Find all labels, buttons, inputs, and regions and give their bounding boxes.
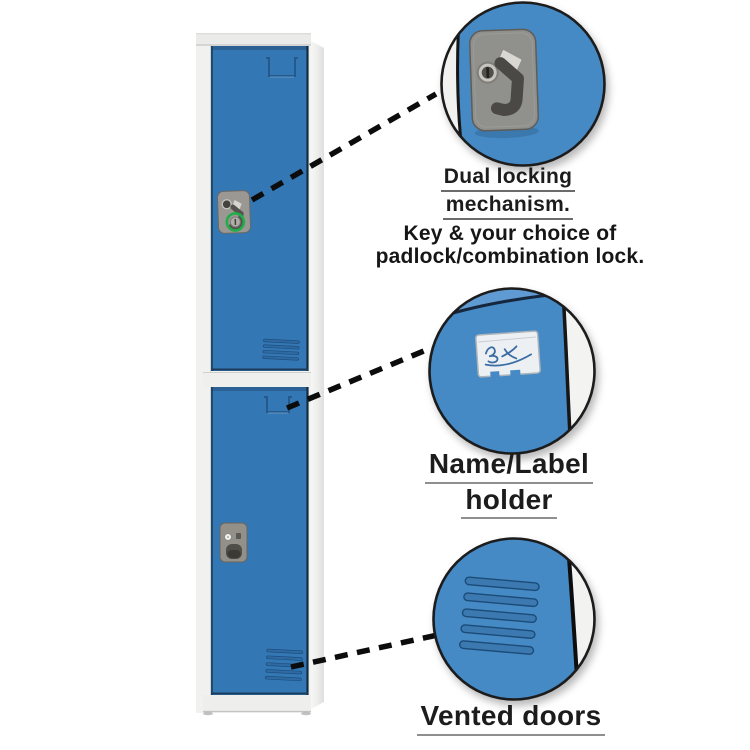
magnified-t-handle-icon: [490, 57, 524, 117]
lock-note-line1: Key & your choice of: [403, 222, 617, 245]
lower-door-label-stamp: [264, 396, 292, 413]
callout-title-vented-doors: Vented doors: [386, 701, 636, 738]
locker-side-panel: [309, 40, 324, 710]
vented-doors-label: Vented doors: [416, 701, 606, 736]
callout-title-name-label: Name/Label holder: [399, 449, 619, 521]
green-highlight-ring: [225, 212, 246, 232]
upper-door: [211, 46, 309, 371]
lock-choice-note: Key & your choice of padlock/combination…: [335, 222, 685, 268]
callout-circle-label: [428, 287, 596, 455]
callout-line-label: [285, 345, 433, 411]
name-label-line1: Name/Label: [424, 449, 594, 484]
upper-door-vents: [262, 338, 300, 361]
locker-top-bar: [196, 33, 311, 45]
callout-line-lock: [250, 91, 438, 203]
locker: [196, 33, 324, 716]
lower-door-vents: [265, 648, 304, 682]
callout-title-dual-locking: Dual locking mechanism.: [398, 165, 618, 222]
upper-door-lock: [216, 190, 252, 234]
locker-base: [203, 695, 311, 712]
signature-scribble: [484, 345, 532, 367]
callout-circle-vents: [432, 537, 596, 701]
lock-note-line2: padlock/combination lock.: [375, 245, 645, 269]
lower-door: [211, 387, 309, 695]
magnified-lock-plate: [468, 28, 540, 139]
callout-circle-lock: [440, 1, 606, 167]
callout-line-vents: [290, 631, 443, 670]
name-label-line2: holder: [461, 485, 557, 520]
dual-locking-line1: Dual locking: [440, 165, 576, 193]
keyhole-icon: [221, 199, 232, 210]
name-card: [475, 330, 541, 378]
vent-slots-magnified: [459, 576, 540, 655]
locker-middle-band: [203, 372, 311, 387]
lower-door-handle: [219, 522, 248, 563]
dual-locking-line2: mechanism.: [442, 194, 574, 221]
upper-door-label-stamp: [266, 57, 298, 77]
